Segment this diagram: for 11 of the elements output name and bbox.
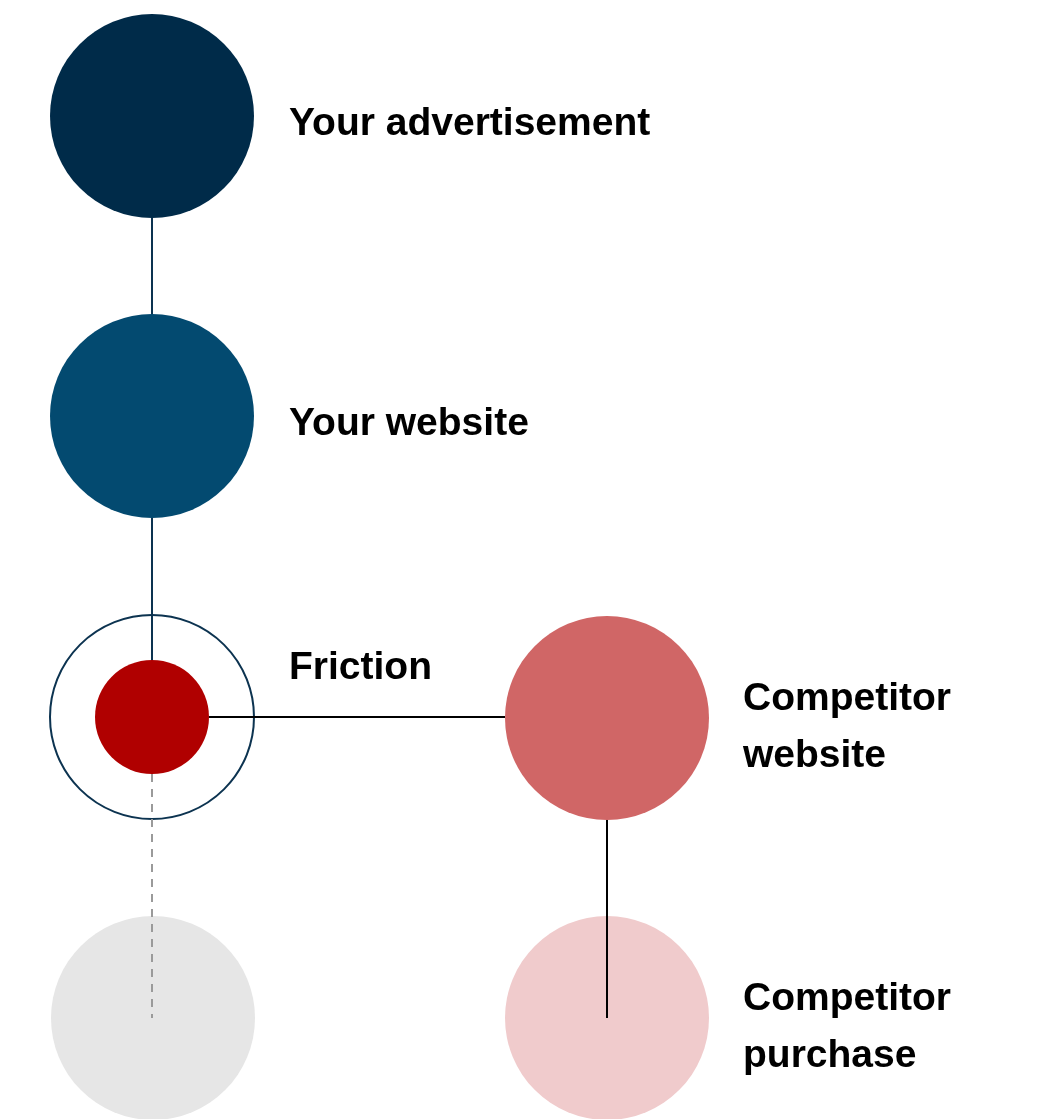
circle-label: Your advertisement xyxy=(289,99,652,145)
circle-label: Friction xyxy=(289,643,433,689)
circle-label: Your website xyxy=(289,399,530,445)
connector-line xyxy=(606,819,608,1019)
circle-label: Competitor website xyxy=(743,674,952,777)
connector-line xyxy=(151,773,153,1019)
ring-circle xyxy=(49,614,255,820)
connector-line xyxy=(151,217,153,315)
connector-line xyxy=(151,517,153,661)
circle-label: Competitor purchase xyxy=(743,974,952,1077)
connector-line xyxy=(208,716,506,718)
